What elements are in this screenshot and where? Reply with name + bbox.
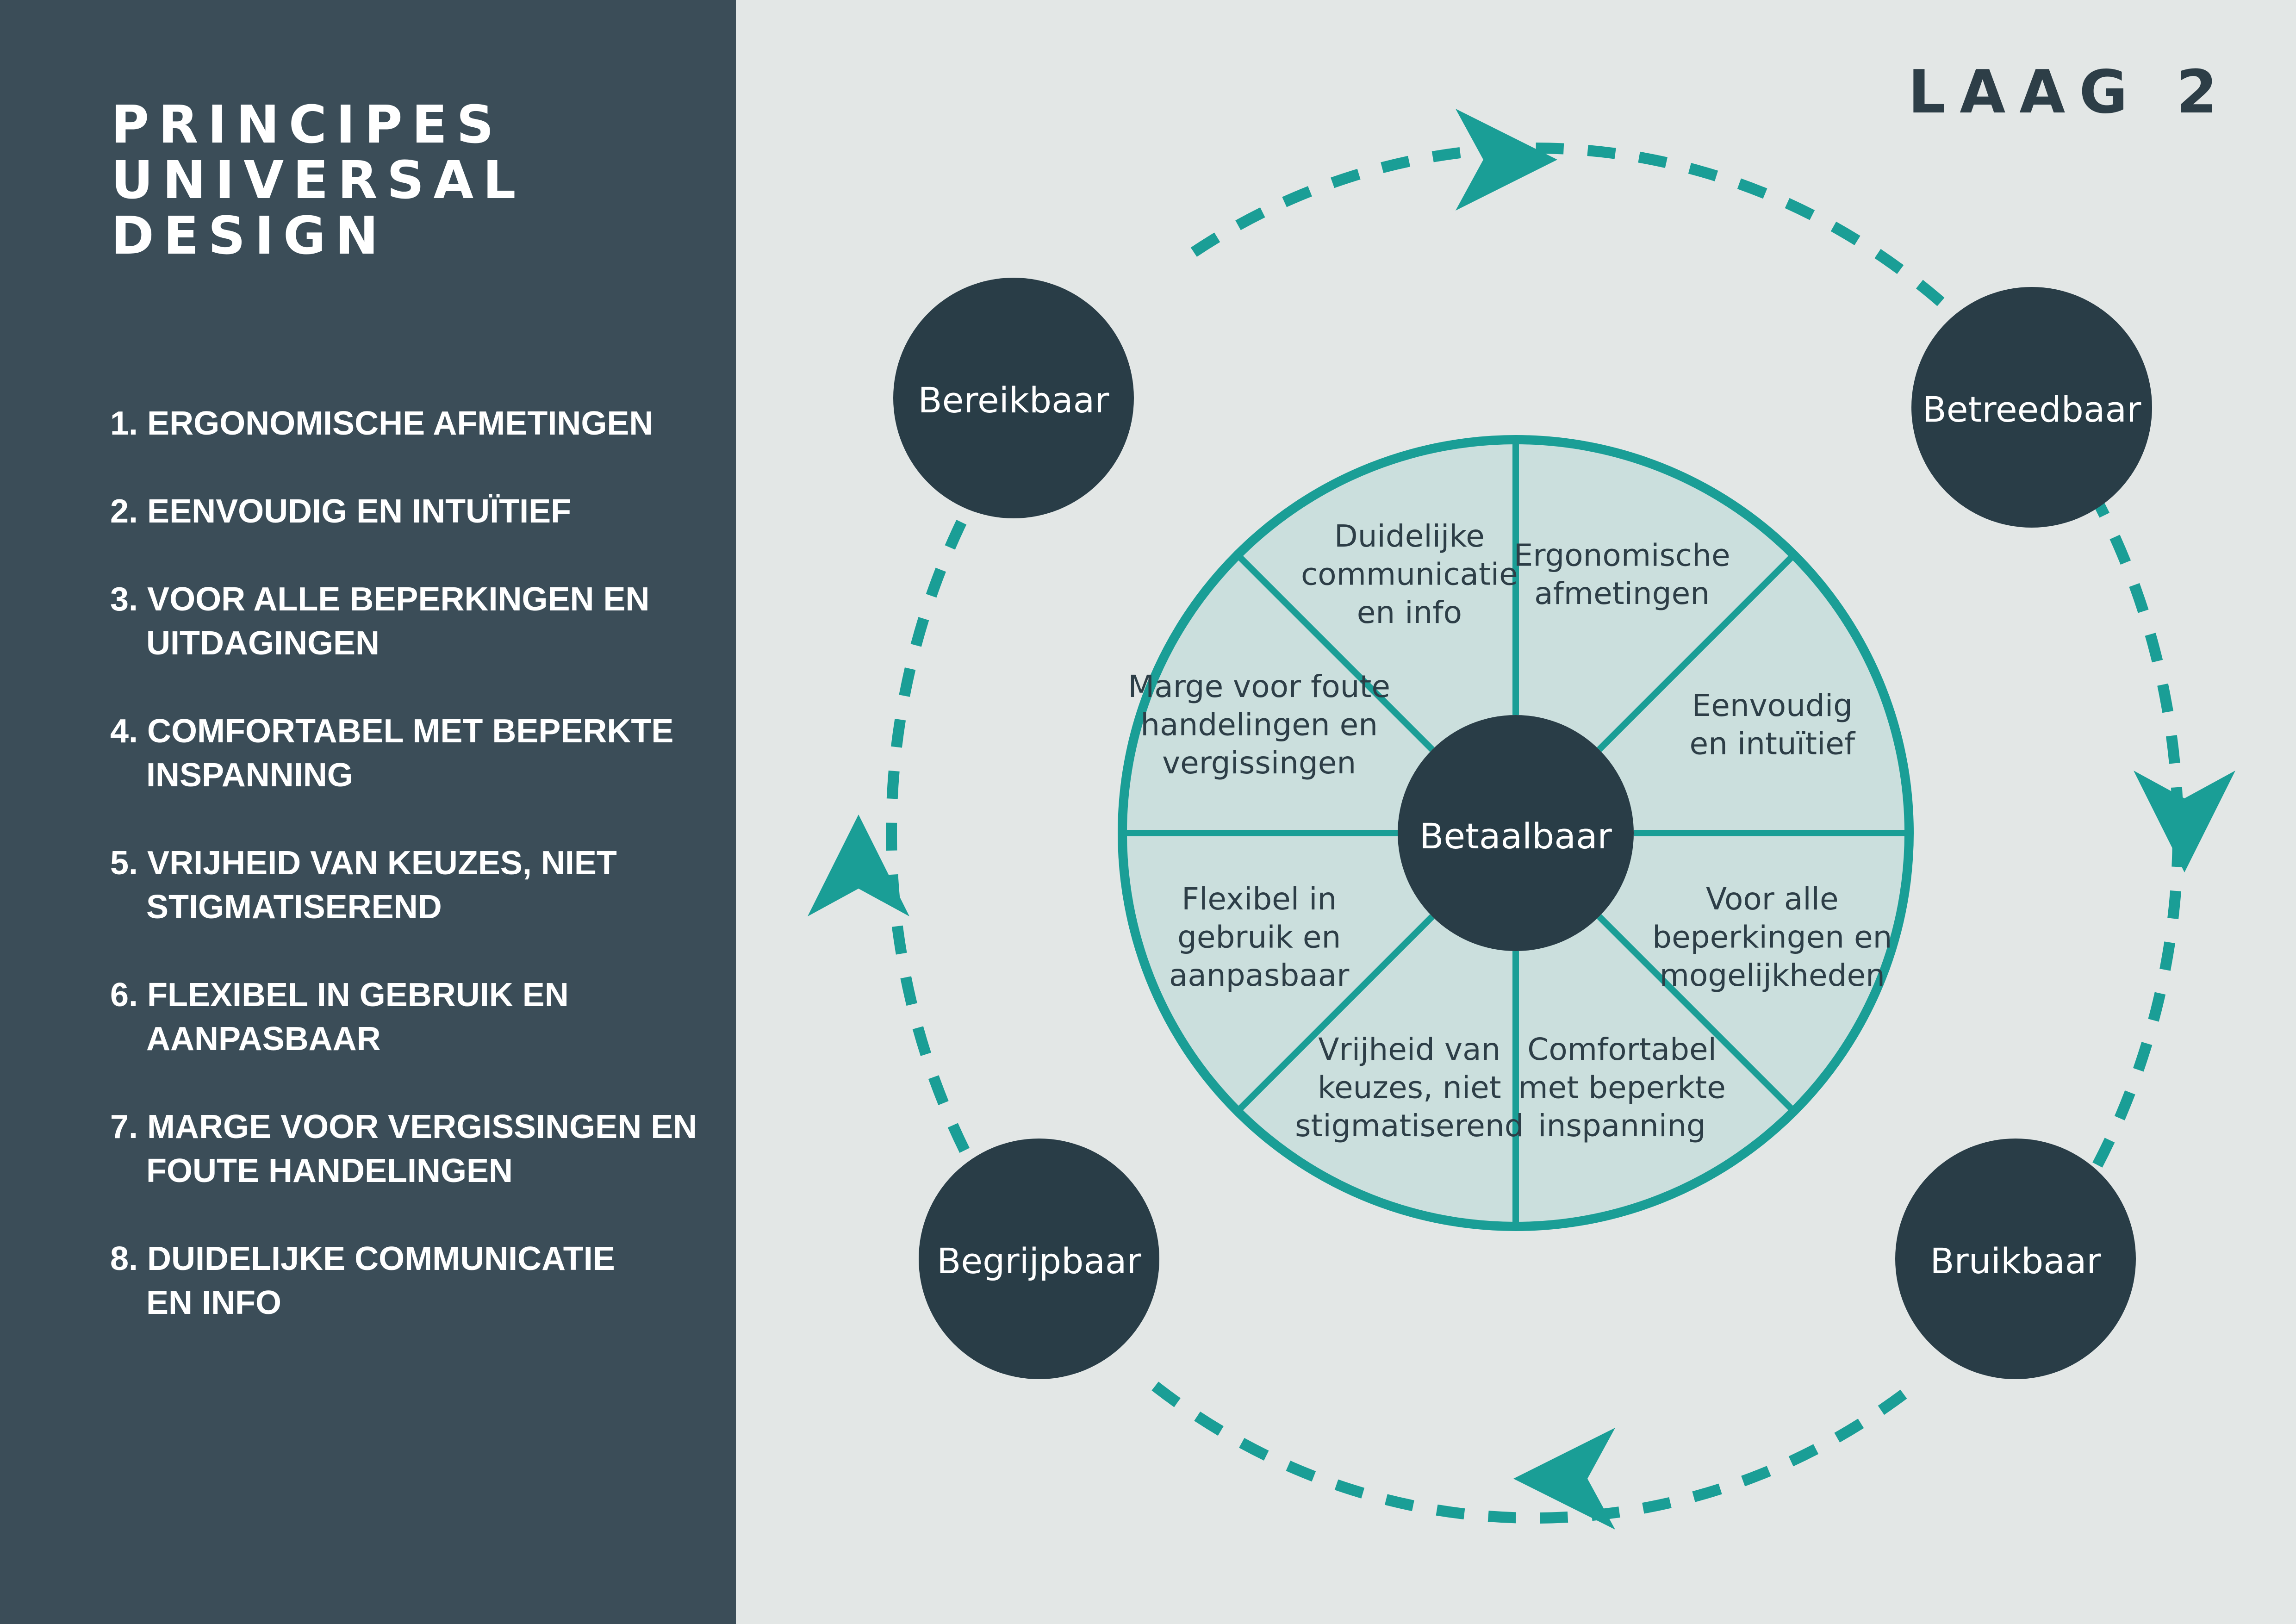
node-top-right-label: Betreedbaar: [1923, 389, 2141, 430]
principle-line-continued: STIGMATISEREND: [146, 889, 442, 926]
wheel-divider: [1597, 914, 1796, 1114]
title-line: UNIVERSAL: [111, 150, 525, 211]
principle-item: 4. COMFORTABEL MET BEPERKTE INSPANNING: [110, 709, 726, 797]
title-line: DESIGN: [111, 206, 388, 266]
principle-line-continued: INSPANNING: [146, 757, 353, 794]
cycle-path-bottom: [1135, 1369, 1907, 1524]
title-line: PRINCIPES: [111, 95, 503, 155]
principle-item: 1. ERGONOMISCHE AFMETINGEN: [110, 402, 726, 446]
principle-item: 2. EENVOUDIG EN INTUÏTIEF: [110, 490, 726, 534]
cycle-path-right: [2057, 488, 2184, 1229]
principle-line: 2. EENVOUDIG EN INTUÏTIEF: [110, 493, 572, 530]
principle-item: 7. MARGE VOOR VERGISSINGEN EN FOUTE HANDE…: [110, 1105, 726, 1193]
page-title: PRINCIPES UNIVERSAL DESIGN: [111, 97, 525, 264]
center-node-label: Betaalbaar: [1419, 815, 1612, 857]
principle-item: 6. FLEXIBEL IN GEBRUIK EN AANPASBAAR: [110, 973, 726, 1061]
principle-line-continued: UITDAGINGEN: [146, 625, 380, 662]
wheel-divider: [1235, 553, 1435, 752]
principle-line: 1. ERGONOMISCHE AFMETINGEN: [110, 405, 653, 442]
principle-line-continued: EN INFO: [146, 1284, 282, 1321]
principle-line: 3. VOOR ALLE BEPERKINGEN EN: [110, 581, 650, 618]
principles-list: 1. ERGONOMISCHE AFMETINGEN 2. EENVOUDIG …: [110, 402, 726, 1369]
principle-item: 8. DUIDELIJKE COMMUNICATIE EN INFO: [110, 1237, 726, 1325]
principle-line: 6. FLEXIBEL IN GEBRUIK EN: [110, 977, 569, 1014]
principle-line: 7. MARGE VOOR VERGISSINGEN EN: [110, 1108, 697, 1145]
wheel-divider: [1235, 914, 1435, 1114]
principle-item: 3. VOOR ALLE BEPERKINGEN EN UITDAGINGEN: [110, 578, 726, 666]
principle-line: 4. COMFORTABEL MET BEPERKTE: [110, 713, 674, 750]
cycle-path-left: [886, 467, 994, 1199]
arrow-right-icon: [2134, 771, 2235, 872]
node-bottom-left: [919, 1139, 1159, 1379]
sidebar-panel: PRINCIPES UNIVERSAL DESIGN 1. ERGONOMISC…: [0, 0, 736, 1624]
principle-line-continued: FOUTE HANDELINGEN: [146, 1152, 513, 1189]
cycle-path-top: [1190, 143, 1969, 328]
center-node: [1398, 715, 1634, 951]
node-top-left-label: Bereikbaar: [918, 380, 1110, 421]
arrow-bottom-icon: [1513, 1428, 1615, 1530]
principle-item: 5. VRIJHEID VAN KEUZES, NIET STIGMATISERE…: [110, 841, 726, 929]
principle-line-continued: AANPASBAAR: [146, 1020, 381, 1058]
wheel-divider: [1597, 553, 1796, 752]
node-bottom-left-label: Begrijpbaar: [937, 1240, 1141, 1282]
arrow-top-icon: [1456, 109, 1557, 211]
layer-label: LAAG 2: [1908, 58, 2231, 127]
principle-line: 5. VRIJHEID VAN KEUZES, NIET: [110, 845, 617, 882]
node-bottom-right-label: Bruikbaar: [1930, 1240, 2101, 1282]
node-top-left: [893, 278, 1134, 518]
principle-line: 8. DUIDELIJKE COMMUNICATIE: [110, 1240, 615, 1277]
node-top-right: [1911, 287, 2152, 528]
arrow-left-icon: [808, 815, 909, 916]
node-bottom-right: [1895, 1139, 2136, 1379]
